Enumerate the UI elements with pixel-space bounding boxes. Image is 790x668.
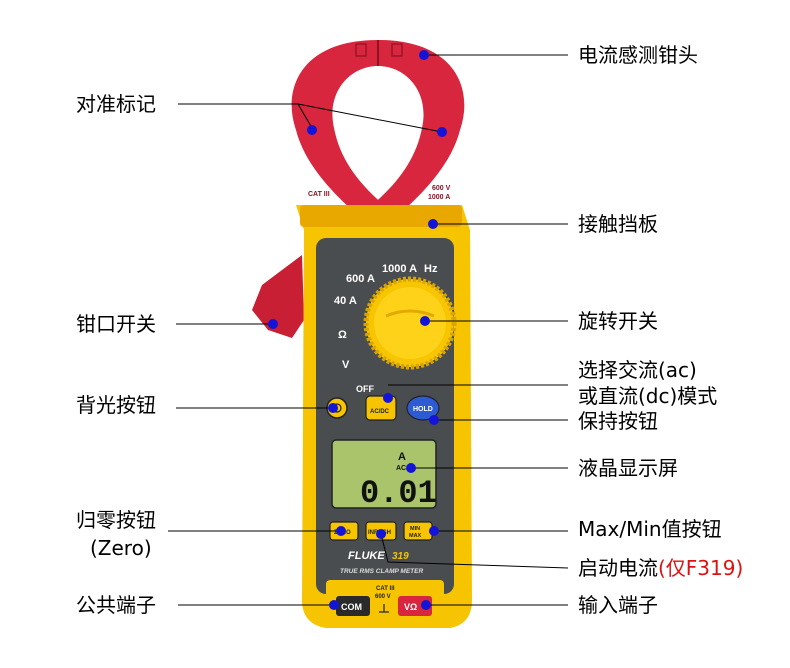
clamp-meter-device: CAT III 600 V 1000 A 1000 A Hz 600 A 40 … [252,40,472,628]
minmax-button-label-1: MIN [410,526,420,532]
label-tactile-barrier: 接触挡板 [578,212,658,236]
label-minmax-button: Max/Min值按钮 [578,517,722,541]
label-rotary-switch: 旋转开关 [578,309,658,333]
marker-com [329,600,339,610]
label-hold-button: 保持按钮 [578,409,658,433]
com-terminal[interactable] [336,596,370,616]
rotary-knob[interactable] [374,287,446,359]
label-zero-line2: (Zero) [90,536,152,560]
leader-alignment-mark-2 [297,103,443,133]
marker-acdc [383,393,393,403]
label-inrush: 启动电流(仅F319) [578,556,743,580]
leader-lines [168,54,569,606]
marker-clamp-jaw [419,50,429,60]
lcd-mode: AC [396,465,406,472]
dial-ohm: Ω [338,329,347,341]
lcd-display [331,439,437,509]
tactile-barrier [300,205,462,227]
hold-button-label: HOLD [413,406,433,413]
jaw-rating-a: 1000 A [428,194,450,201]
lcd-unit: A [398,451,406,463]
marker-minmax [429,526,439,536]
label-alignment-mark: 对准标记 [76,92,156,116]
marker-tactile-barrier [428,219,438,229]
hold-button[interactable] [406,395,440,421]
callout-markers [268,50,447,610]
marker-backlight [328,403,338,413]
acdc-button-label: AC/DC [370,409,390,415]
clamp-jaw [291,40,465,210]
com-terminal-label: COM [341,602,362,612]
label-backlight-button: 背光按钮 [76,393,156,417]
brand-subtitle: TRUE RMS CLAMP METER [340,568,423,575]
marker-rotary-switch [420,316,430,326]
rotary-knob-grip [385,309,435,318]
label-acdc-line2: 或直流(dc)模式 [578,384,718,408]
jaw-cat-rating: CAT III [308,191,330,198]
jaw-warning-icon-right [391,43,403,57]
marker-input [421,600,431,610]
minmax-button-label-2: MAX [409,533,422,539]
marker-inrush [376,529,386,539]
dial-600a: 600 A [346,273,375,285]
label-input-terminal: 输入端子 [578,593,658,617]
label-inrush-note: (仅F319) [658,556,744,580]
label-lcd-display: 液晶显示屏 [578,456,678,480]
dial-1000a: 1000 A [382,263,417,275]
dial-v: V [342,359,350,371]
model-number: 319 [392,551,409,562]
leader-inrush [380,533,569,569]
jaw-trigger-lever [252,255,304,338]
jaw-warning-icon-left [355,43,367,57]
label-inrush-main: 启动电流 [578,556,658,580]
dial-hz: Hz [424,263,438,275]
lcd-reading: 0.01 [360,475,437,512]
marker-zero [336,526,346,536]
marker-alignment-left [307,125,317,135]
jaw-rating-v: 600 V [432,185,451,192]
label-acdc-line1: 选择交流(ac) [578,358,697,382]
marker-lcd [406,463,416,473]
label-zero-line1: 归零按钮 [76,508,156,532]
label-jaw-trigger: 钳口开关 [76,312,156,336]
marker-hold [429,415,439,425]
dial-40a: 40 A [334,295,357,307]
marker-jaw-trigger [268,319,278,329]
input-terminal-label: VΩ [404,602,417,612]
cat-rating-1: CAT III [376,586,395,592]
label-com-terminal: 公共端子 [76,593,156,617]
cat-rating-2: 600 V [375,594,391,600]
marker-alignment-right [437,127,447,137]
brand-name: FLUKE [348,550,385,562]
label-clamp-jaw: 电流感测钳头 [578,43,698,67]
dial-off: OFF [356,384,374,394]
